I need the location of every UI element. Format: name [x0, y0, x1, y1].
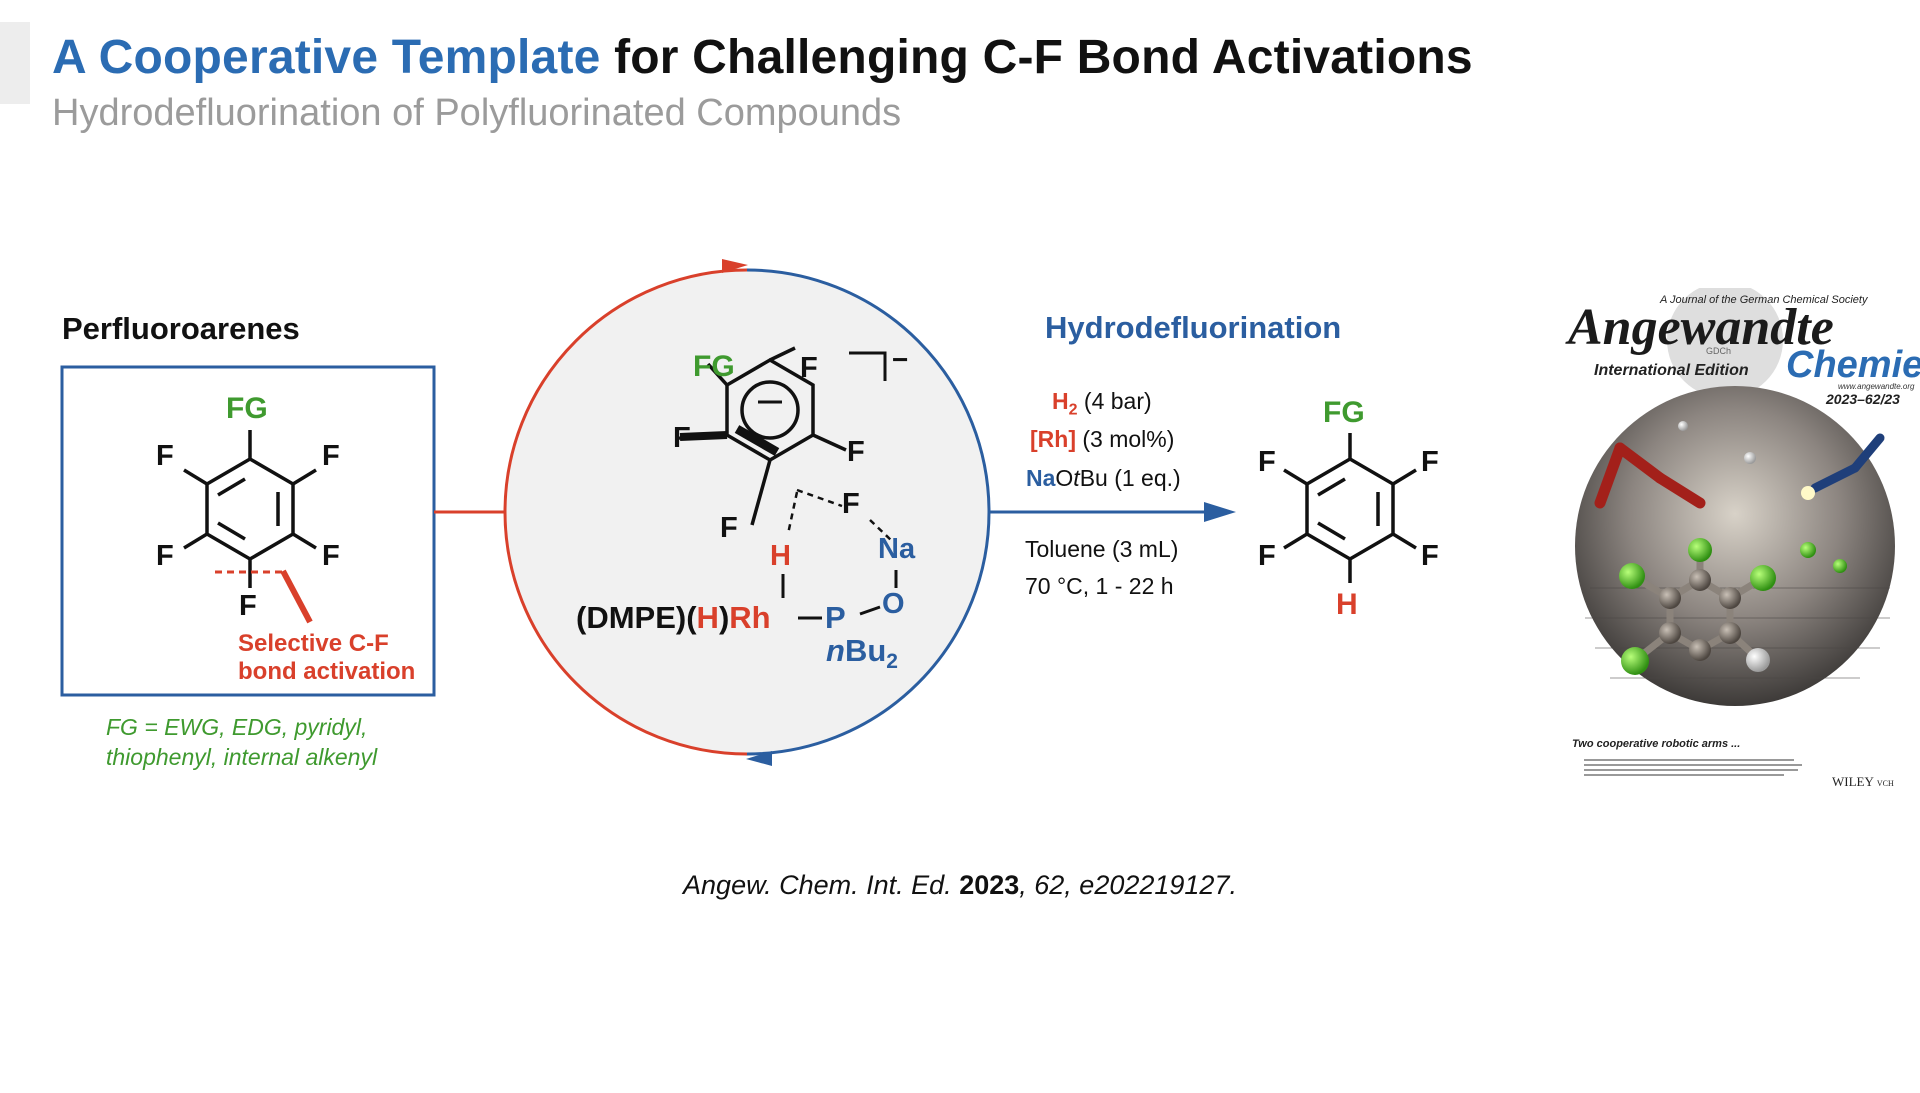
product-f-4: F	[1421, 540, 1439, 572]
center-o-label: O	[882, 588, 905, 620]
cover-caption: Two cooperative robotic arms ...	[1572, 738, 1741, 750]
selective-line-2: bond activation	[238, 658, 416, 685]
left-f-label-1: F	[156, 440, 174, 472]
product-f-1: F	[1258, 446, 1276, 478]
cond-base-rest: Bu (1 eq.)	[1079, 465, 1181, 491]
side-tab-decoration	[0, 22, 30, 104]
cycle-red-arc	[503, 268, 748, 756]
cover-header-disc	[1667, 288, 1783, 398]
fg-scope-note: FG = EWG, EDG, pyridyl, thiophenyl, inte…	[106, 712, 377, 772]
cover-issue: 2023–62/23	[1826, 391, 1900, 407]
cond-base-t: t	[1073, 465, 1080, 491]
ligand-mid: )	[718, 600, 730, 635]
cond-h2-reagent: H	[1052, 388, 1069, 414]
cycle-arrow-bottom	[746, 751, 772, 766]
title-rest-1: for Challenging C-F Bond	[600, 31, 1212, 84]
cover-title-angewandte: Angewandte	[1568, 299, 1834, 356]
cover-title-chemie: Chemie	[1786, 344, 1920, 386]
citation-journal: Angew. Chem. Int. Ed.	[683, 870, 960, 900]
fg-note-line-1: FG = EWG, EDG, pyridyl,	[106, 714, 368, 740]
left-f-label-5: F	[239, 590, 257, 622]
nbu-rest: Bu	[844, 633, 887, 668]
citation-year: 2023	[959, 870, 1020, 900]
cycle-arrow-top	[722, 259, 748, 273]
left-fg-label: FG	[226, 392, 268, 425]
citation-rest: , 62, e202219127.	[1019, 870, 1237, 900]
cycle-background	[505, 270, 989, 754]
center-ligand-label: (DMPE)(H)Rh	[576, 600, 771, 636]
cond-rh-rest: (3 mol%)	[1075, 426, 1175, 452]
center-f-right: F	[847, 436, 865, 468]
cover-scene-disc	[1575, 386, 1895, 706]
center-f-left: F	[673, 422, 691, 454]
metal-bonds	[781, 570, 898, 620]
selective-line-1: Selective C-F	[238, 630, 389, 657]
center-f-top: F	[800, 352, 818, 384]
cond-base-na: Na	[1026, 465, 1056, 491]
center-hydride-label: H	[770, 540, 791, 572]
citation: Angew. Chem. Int. Ed. 2023, 62, e2022191…	[0, 870, 1920, 901]
cycle-blue-arc	[746, 268, 991, 756]
robot-arm-red	[1594, 442, 1706, 509]
condition-rh: [Rh] (3 mol%)	[1030, 426, 1174, 453]
product-fg-label: FG	[1323, 396, 1365, 429]
cond-h2-sub: 2	[1068, 401, 1078, 419]
cover-society: A Journal of the German Chemical Society	[1660, 294, 1868, 306]
selective-activation-label: Selective C-F bond activation	[238, 630, 415, 686]
robot-arm-blue	[1810, 433, 1885, 493]
left-f-label-4: F	[322, 540, 340, 572]
cover-gdch: GDCh	[1706, 346, 1732, 356]
cover-publisher-suffix: VCH	[1876, 779, 1894, 788]
cover-artwork	[1575, 288, 1895, 706]
product-f-3: F	[1258, 540, 1276, 572]
cover-publisher-name: WILEY	[1832, 774, 1874, 789]
perfluoroarene-box	[60, 365, 436, 697]
product-f-2: F	[1421, 446, 1439, 478]
cover-edition: International Edition	[1594, 362, 1749, 379]
center-charge: −	[892, 344, 909, 375]
title-rest-2: Activations	[1211, 31, 1473, 84]
page-title: A Cooperative Template for Challenging C…	[52, 30, 1473, 85]
cond-h2-rest: (4 bar)	[1077, 388, 1152, 414]
cover-url: www.angewandte.org	[1838, 382, 1915, 391]
center-fg-label: FG	[693, 350, 735, 383]
left-f-label-2: F	[322, 440, 340, 472]
product-benzene-ring	[1283, 433, 1417, 583]
condition-base: NaOtBu (1 eq.)	[1026, 465, 1181, 492]
cond-base-o: O	[1055, 465, 1074, 491]
selective-pointer	[280, 569, 313, 624]
page-subtitle: Hydrodefluorination of Polyfluorinated C…	[52, 92, 902, 134]
center-f-bottom: F	[720, 512, 738, 544]
left-f-label-3: F	[156, 540, 174, 572]
journal-cover: A Journal of the German Chemical Society…	[1560, 288, 1920, 818]
fg-note-line-2: thiophenyl, internal alkenyl	[106, 744, 378, 770]
nbu-n: n	[826, 633, 845, 668]
ligand-prefix: (DMPE)(	[576, 600, 697, 635]
spark-glow	[1801, 486, 1815, 500]
perfluoroarenes-heading: Perfluoroarenes	[62, 311, 300, 346]
cond-rh-reagent: [Rh]	[1030, 426, 1076, 452]
title-highlight: A Cooperative Template	[52, 31, 601, 84]
condition-h2: H2 (4 bar)	[1052, 388, 1152, 420]
cover-fine-print	[1584, 756, 1804, 779]
center-f-bridging: F	[842, 488, 860, 520]
product-h-label: H	[1336, 588, 1358, 621]
condition-temperature: 70 °C, 1 - 22 h	[1025, 573, 1174, 599]
hydrodefluorination-heading: Hydrodefluorination	[1045, 310, 1342, 345]
condition-solvent: Toluene (3 mL)	[1025, 536, 1179, 562]
reaction-arrow-head	[1204, 502, 1236, 522]
center-benzene-ring	[679, 346, 847, 526]
rhodium-label: Rh	[729, 600, 771, 635]
coordination-dashes	[786, 488, 894, 543]
ligand-hydride: H	[696, 600, 719, 635]
center-na-label: Na	[878, 533, 916, 565]
nbu-subscript: 2	[886, 650, 898, 674]
left-benzene-ring	[183, 430, 317, 588]
center-p-label: P	[825, 600, 846, 635]
center-nbu-label: nBu2	[826, 633, 898, 674]
charge-bracket	[849, 351, 887, 381]
